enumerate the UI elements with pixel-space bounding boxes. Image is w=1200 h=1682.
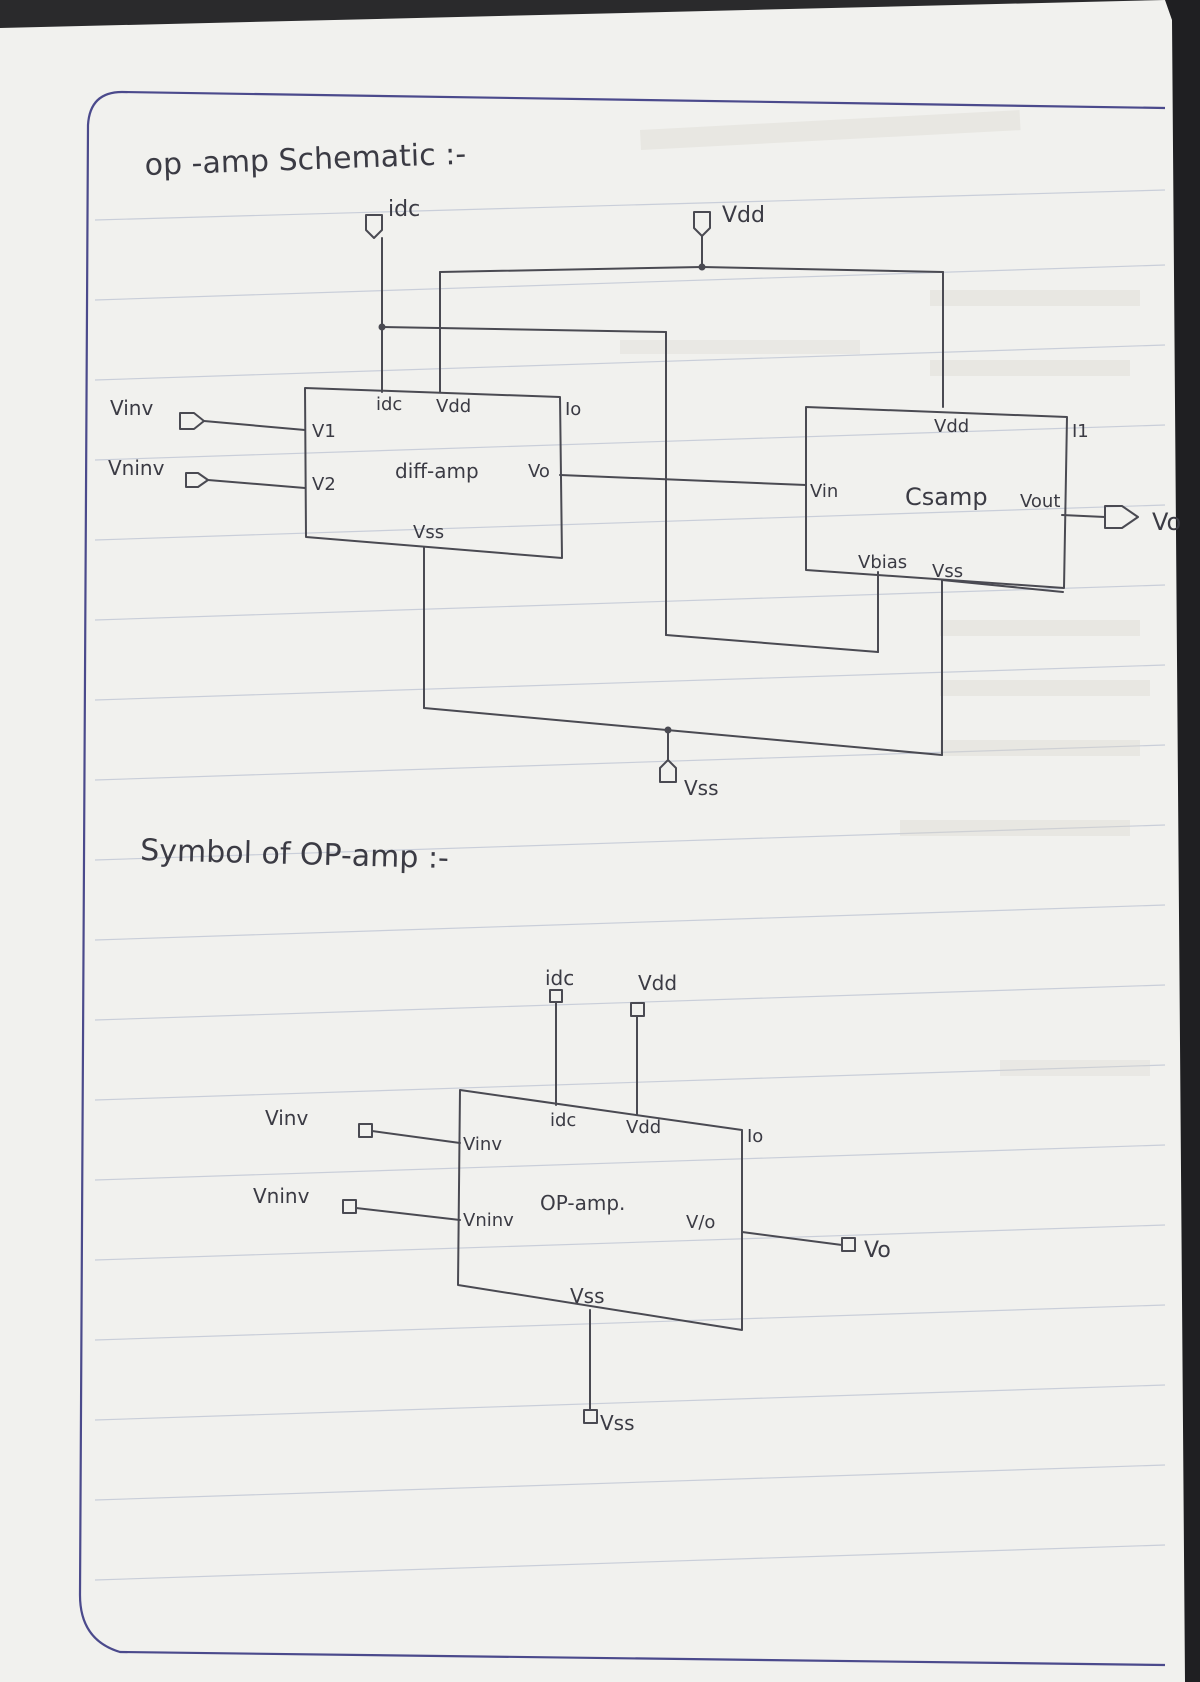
sym-wire-vo bbox=[741, 1231, 843, 1246]
ghost-scribble bbox=[1000, 1060, 1150, 1076]
ghost-scribble bbox=[940, 740, 1140, 756]
wire-vninv bbox=[207, 479, 306, 489]
symbol-vninv-pin-icon bbox=[342, 1199, 357, 1214]
ghost-scribble bbox=[620, 340, 860, 354]
wire-diff-vo-to-csamp-vin bbox=[559, 474, 807, 486]
sym-wire-vninv bbox=[355, 1207, 461, 1221]
page-shadow-right bbox=[1165, 0, 1200, 1682]
ghost-scribble bbox=[940, 680, 1150, 696]
symbol-block-name: OP-amp. bbox=[540, 1191, 625, 1215]
schematic-vninv-pin-icon bbox=[185, 472, 209, 488]
wire-idc-to-csamp bbox=[381, 326, 667, 333]
symbol-port-vdd: Vdd bbox=[626, 1117, 661, 1138]
ghost-scribble bbox=[940, 620, 1140, 636]
ruled-lines bbox=[94, 189, 1166, 1581]
symbol-vdd-label: Vdd bbox=[638, 971, 677, 995]
cs-amp-block bbox=[805, 406, 1068, 589]
diff-amp-port-vss: Vss bbox=[413, 522, 444, 543]
ghost-scribble bbox=[640, 110, 1021, 150]
cs-amp-name: Csamp bbox=[905, 483, 988, 511]
symbol-port-vss: Vss bbox=[570, 1284, 605, 1308]
wire-vout bbox=[1061, 514, 1106, 518]
cs-amp-port-vbias: Vbias bbox=[858, 552, 907, 573]
diff-amp-port-v2: V2 bbox=[312, 474, 336, 495]
symbol-vo-label: Vo bbox=[864, 1238, 891, 1263]
schematic-vdd-pin-icon bbox=[693, 211, 711, 237]
margin-frame bbox=[78, 90, 1166, 1667]
cs-amp-port-vin: Vin bbox=[810, 481, 838, 502]
diff-amp-port-idc: idc bbox=[376, 394, 402, 415]
symbol-vss-label: Vss bbox=[600, 1411, 635, 1435]
symbol-vss-pin-icon bbox=[583, 1409, 598, 1424]
schematic-vo-label: Vo bbox=[1152, 508, 1181, 536]
symbol-port-vninv: Vninv bbox=[463, 1210, 514, 1231]
cs-amp-port-i1: I1 bbox=[1072, 421, 1089, 442]
schematic-diagram: idc Vdd idc Vdd Io V1 V2 diff-amp Vo Vss… bbox=[108, 197, 1181, 800]
symbol-idc-label: idc bbox=[545, 966, 574, 990]
symbol-vinv-label: Vinv bbox=[265, 1106, 308, 1130]
diff-amp-port-v1: V1 bbox=[312, 421, 336, 442]
wire-csamp-vss-right bbox=[941, 579, 1064, 593]
bleed-through-text bbox=[620, 110, 1150, 1076]
sym-wire-vinv bbox=[371, 1130, 461, 1144]
diff-amp-port-vo: Vo bbox=[528, 461, 550, 482]
wire-vdd-right bbox=[701, 266, 944, 273]
schematic-vss-pin-icon bbox=[659, 759, 677, 783]
schematic-vss-label: Vss bbox=[684, 776, 719, 800]
schematic-vninv-label: Vninv bbox=[108, 456, 165, 480]
cs-amp-port-vout: Vout bbox=[1020, 491, 1060, 512]
schematic-vinv-pin-icon bbox=[179, 412, 205, 430]
symbol-vo-pin-icon bbox=[841, 1237, 856, 1252]
symbol-port-io: Io bbox=[747, 1126, 763, 1147]
symbol-heading: Symbol of OP-amp :- bbox=[140, 833, 450, 876]
diff-amp-port-vdd: Vdd bbox=[436, 396, 471, 417]
wire-vss-bottom bbox=[423, 707, 943, 756]
diff-amp-name: diff-amp bbox=[395, 459, 479, 483]
symbol-vninv-label: Vninv bbox=[253, 1184, 310, 1208]
ghost-scribble bbox=[900, 820, 1130, 836]
symbol-port-idc: idc bbox=[550, 1110, 576, 1131]
cs-amp-port-vdd: Vdd bbox=[934, 416, 969, 437]
ghost-scribble bbox=[930, 290, 1140, 306]
wire-vinv bbox=[203, 420, 306, 431]
symbol-diagram: idc Vdd idc Vdd Io Vinv OP-amp. V/o Vnin… bbox=[253, 966, 891, 1435]
schematic-vo-pin-icon bbox=[1104, 505, 1139, 529]
symbol-port-vo: V/o bbox=[686, 1212, 715, 1233]
symbol-port-vinv: Vinv bbox=[463, 1134, 502, 1155]
schematic-idc-label: idc bbox=[388, 197, 420, 222]
schematic-vinv-label: Vinv bbox=[110, 396, 153, 420]
schematic-vdd-label: Vdd bbox=[722, 203, 765, 228]
wire-bias-bottom bbox=[665, 634, 879, 653]
diff-amp-port-io: Io bbox=[565, 399, 581, 420]
ghost-scribble bbox=[930, 360, 1130, 376]
schematic-idc-pin-icon bbox=[365, 214, 383, 239]
wire-vdd-left bbox=[439, 266, 703, 273]
cs-amp-port-vss: Vss bbox=[932, 561, 963, 582]
